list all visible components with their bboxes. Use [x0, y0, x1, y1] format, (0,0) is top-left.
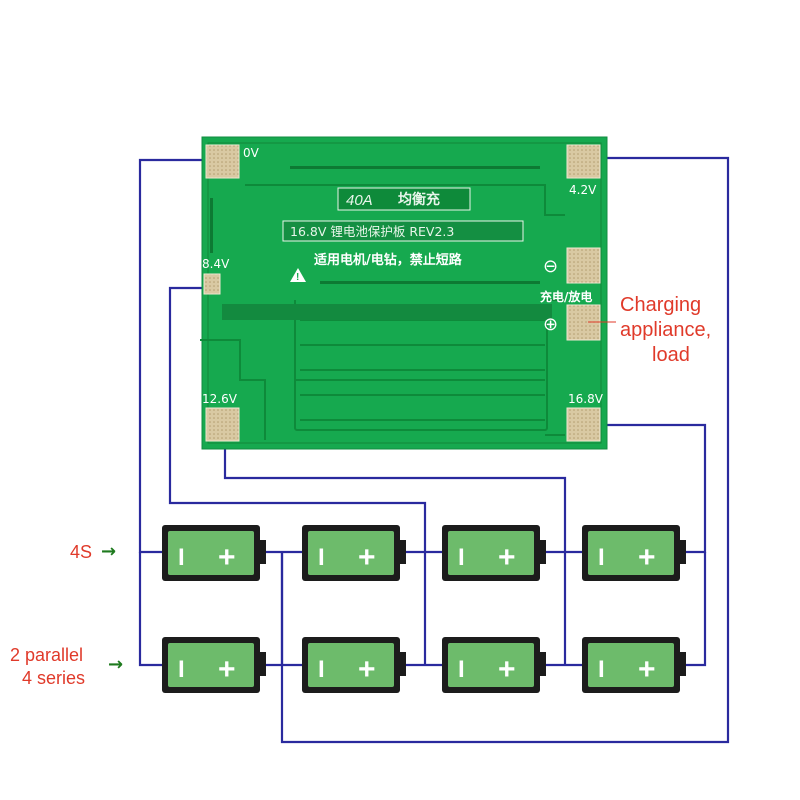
charge-discharge-label: 充电/放电: [540, 289, 592, 304]
battery-cell: I +: [442, 637, 546, 693]
warning-symbol: !: [296, 272, 299, 283]
battery-minus-label: I: [458, 544, 465, 571]
wire-8v4: [168, 286, 427, 552]
battery-cell: I +: [162, 525, 266, 581]
pad-label-12v6: 12.6V: [202, 392, 238, 406]
pad-label-8v4: 8.4V: [202, 257, 230, 271]
pad-8v4: [203, 273, 221, 295]
battery-minus-label: I: [178, 544, 185, 571]
battery-plus-label: +: [638, 653, 656, 686]
charging-load-line-3: load: [652, 344, 690, 366]
parallel-series-line-1: 2 parallel: [10, 645, 83, 665]
pad-label-16v8: 16.8V: [568, 392, 604, 406]
battery-plus-label: +: [498, 653, 516, 686]
parallel-series-line-2: 4 series: [22, 668, 85, 688]
pad-label-0v: 0V: [243, 146, 260, 160]
battery-cell: I +: [162, 637, 266, 693]
wire-16v8: [605, 423, 707, 554]
minus-symbol: ⊖: [543, 256, 558, 277]
parallel-series-arrow-icon: →: [108, 654, 123, 675]
battery-plus-label: +: [358, 541, 376, 574]
battery-minus-label: I: [318, 544, 325, 571]
model-label-cn: 均衡充: [398, 191, 440, 208]
battery-minus-label: I: [458, 656, 465, 683]
pad-0v: [205, 144, 240, 179]
battery-plus-label: +: [218, 653, 236, 686]
pad-minus: [566, 247, 601, 284]
wire-4v2: [280, 156, 730, 744]
battery-minus-label: I: [318, 656, 325, 683]
charging-load-line-1: Charging: [620, 294, 701, 316]
warning-icon: [290, 268, 306, 282]
wire-16v8-b: [682, 552, 707, 667]
battery-cell: I +: [582, 637, 686, 693]
wire-12v6: [223, 445, 567, 552]
warning-text: 适用电机/电钻，禁止短路: [314, 252, 463, 268]
plus-symbol: ⊕: [543, 314, 558, 335]
board-busbar: [222, 304, 552, 320]
charging-load-line-2: appliance,: [620, 319, 711, 341]
battery-cell: I +: [302, 525, 406, 581]
spec-badge: [282, 220, 524, 242]
wires: [138, 156, 730, 744]
series-4s-annotation: 4S →: [70, 541, 116, 562]
battery-cell: I +: [302, 637, 406, 693]
battery-pack: I + I + I + I + I: [162, 525, 686, 693]
series-4s-arrow-icon: →: [101, 541, 116, 562]
wire-0v: [138, 158, 222, 554]
battery-plus-label: +: [218, 541, 236, 574]
series-4s-label: 4S: [70, 542, 92, 562]
battery-cell: I +: [582, 525, 686, 581]
pad-4v2: [566, 144, 601, 179]
battery-plus-label: +: [358, 653, 376, 686]
battery-plus-label: +: [498, 541, 516, 574]
battery-cell: I +: [442, 525, 546, 581]
pad-16v8: [566, 407, 601, 442]
battery-minus-label: I: [598, 544, 605, 571]
wire-0v-branch: [138, 552, 162, 667]
spec-label: 16.8V 锂电池保护板 REV2.3: [290, 224, 454, 239]
pad-label-4v2: 4.2V: [569, 183, 597, 197]
protection-board: 40A 均衡充 16.8V 锂电池保护板 REV2.3 ! 适用电机/电钻，禁止…: [200, 136, 608, 450]
model-label: 40A: [346, 192, 373, 209]
battery-minus-label: I: [178, 656, 185, 683]
pad-12v6: [205, 407, 240, 442]
charging-load-annotation: Charging appliance, load: [588, 294, 711, 366]
parallel-series-annotation: 2 parallel 4 series →: [10, 645, 123, 688]
board-vias: [210, 166, 540, 284]
battery-plus-label: +: [638, 541, 656, 574]
battery-minus-label: I: [598, 656, 605, 683]
model-badge: [337, 187, 471, 211]
